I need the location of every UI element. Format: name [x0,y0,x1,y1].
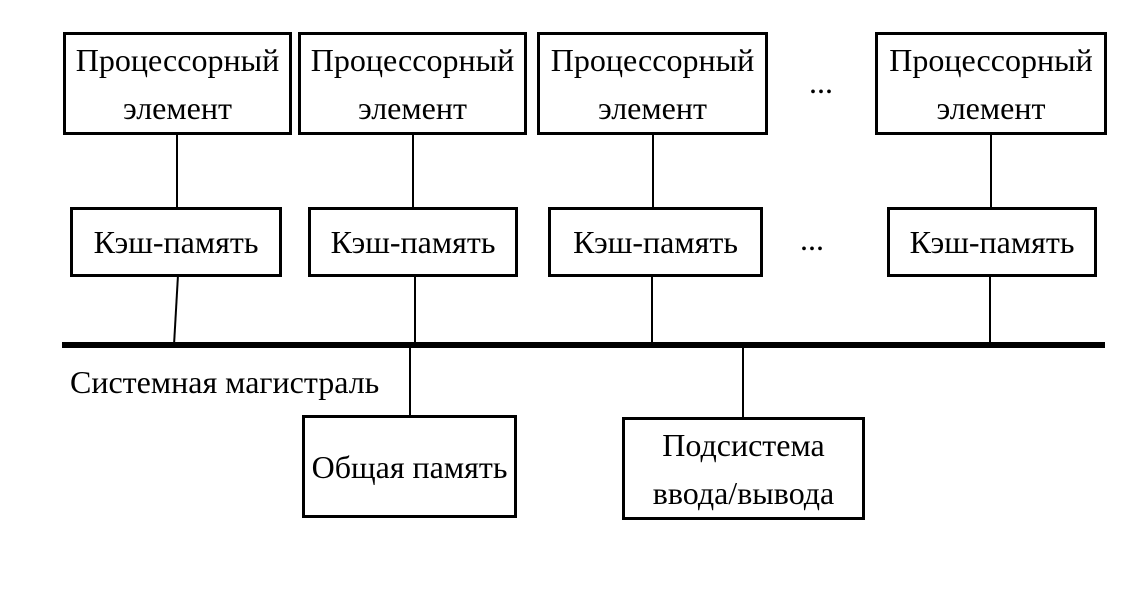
processor-element-box-2: Процессорный элемент [298,32,527,135]
ellipsis-top-row: ... [809,64,833,100]
processor-element-box-1: Процессорный элемент [63,32,292,135]
cache-memory-label: Кэш-память [909,224,1075,260]
processor-element-label: Процессорный элемент [889,41,1093,126]
processor-element-box-4: Процессорный элемент [875,32,1107,135]
processor-element-label: Процессорный элемент [550,41,755,126]
connector-cache1-bus [173,274,179,346]
ellipsis-cache-row: ... [800,221,824,257]
cache-memory-label: Кэш-память [93,224,259,260]
cache-memory-box-3: Кэш-память [548,207,763,277]
cache-memory-box-4: Кэш-память [887,207,1097,277]
cache-memory-box-1: Кэш-память [70,207,282,277]
cache-memory-box-2: Кэш-память [308,207,518,277]
cache-memory-label: Кэш-память [573,224,738,260]
processor-element-label: Процессорный элемент [310,41,515,126]
io-subsystem-label: Подсистема ввода/вывода [652,426,835,511]
shared-memory-label: Общая память [311,448,508,485]
shared-memory-box: Общая память [302,415,517,518]
processor-element-box-3: Процессорный элемент [537,32,768,135]
cache-memory-label: Кэш-память [330,224,496,260]
io-subsystem-box: Подсистема ввода/вывода [622,417,865,520]
processor-element-label: Процессорный элемент [75,41,280,126]
system-bus-label: Системная магистраль [70,364,380,400]
